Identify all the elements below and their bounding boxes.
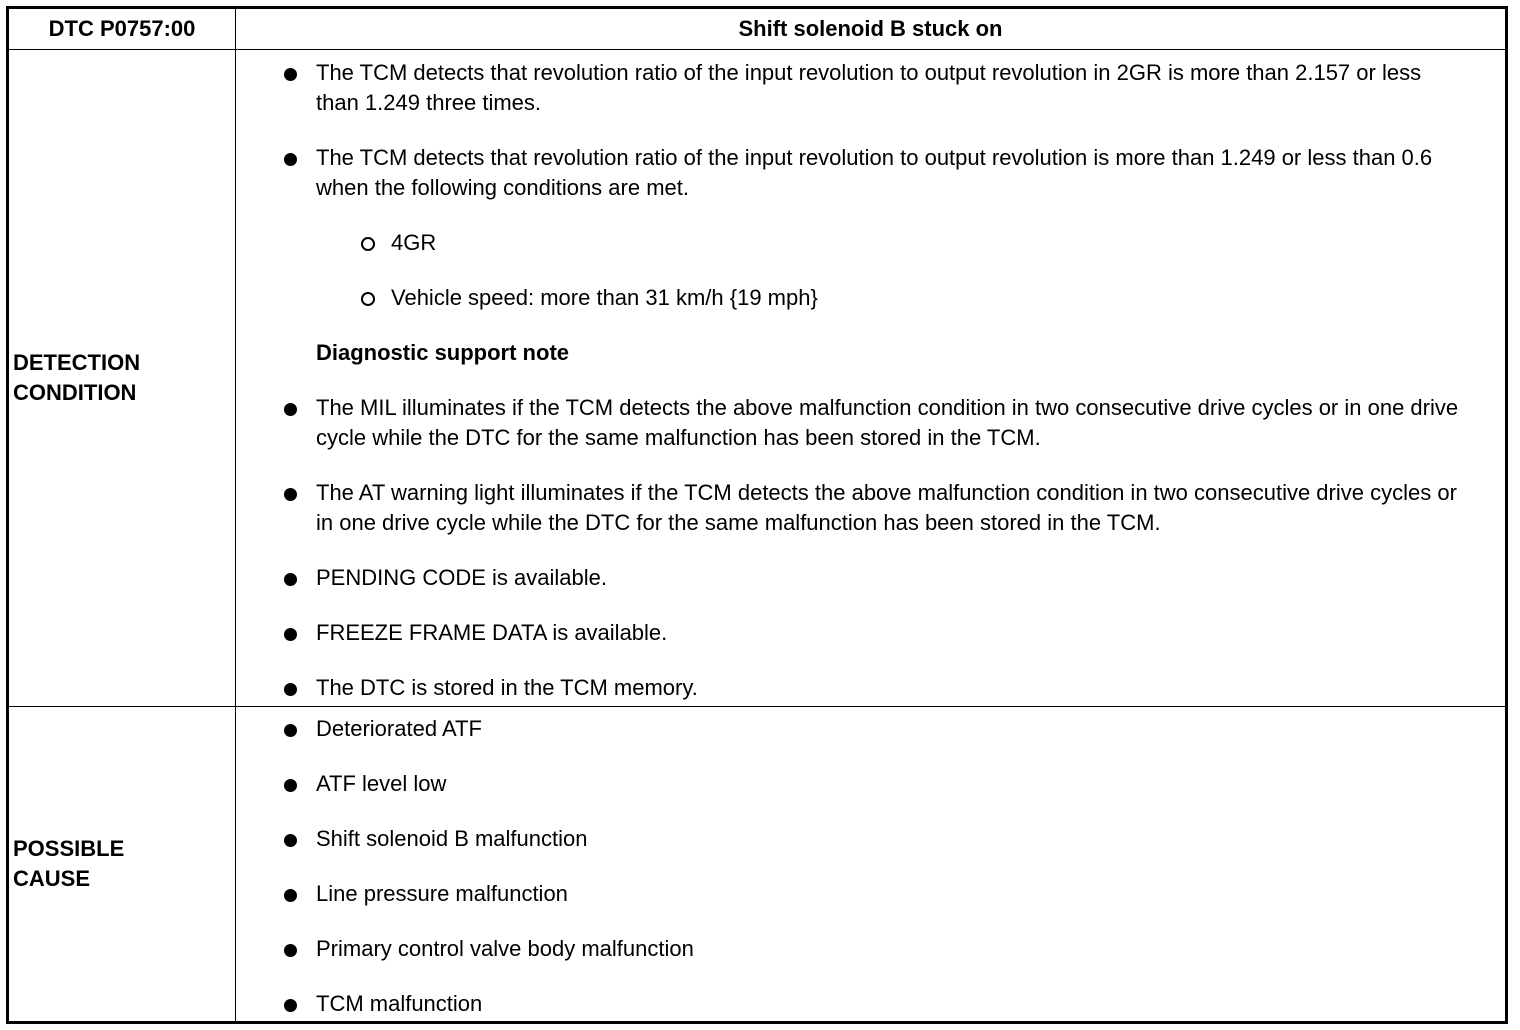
bullet-icon [284,573,297,586]
cause-item: TCM malfunction [316,991,483,1016]
bullet-icon [284,834,297,847]
bullet-icon [284,779,297,792]
detection-sub-item: Vehicle speed: more than 31 km/h {19 mph… [391,285,818,310]
detection-item: The TCM detects that revolution ratio of… [316,60,1422,115]
note-item: The AT warning light illuminates if the … [316,480,1457,535]
section-divider [9,706,1505,707]
note-item: The DTC is stored in the TCM memory. [316,675,698,700]
dtc-table: DTC P0757:00 Shift solenoid B stuck on D… [6,6,1508,1024]
cause-label-line2: CAUSE [13,866,91,891]
dtc-title-header: Shift solenoid B stuck on [738,16,1003,41]
possible-cause-label: POSSIBLE CAUSE [13,707,233,1021]
cause-item: Shift solenoid B malfunction [316,826,588,851]
detection-item: The TCM detects that revolution ratio of… [316,145,1433,200]
bullet-icon [284,488,297,501]
bullet-icon [284,68,297,81]
detection-sub-item: 4GR [391,230,437,255]
cause-item: ATF level low [316,771,447,796]
detection-condition-content: The TCM detects that revolution ratio of… [236,50,1505,706]
bullet-icon [284,889,297,902]
bullet-icon [284,683,297,696]
detection-condition-label: DETECTION CONDITION [13,50,233,706]
circle-bullet-icon [361,237,375,251]
circle-bullet-icon [361,292,375,306]
note-item: PENDING CODE is available. [316,565,607,590]
bullet-icon [284,724,297,737]
header-divider [9,49,1505,50]
detection-label-line2: CONDITION [13,380,137,405]
possible-cause-content: Deteriorated ATF ATF level low Shift sol… [236,707,1505,1021]
cause-item: Deteriorated ATF [316,716,482,741]
bullet-icon [284,628,297,641]
note-item: The MIL illuminates if the TCM detects t… [316,395,1459,450]
bullet-icon [284,944,297,957]
cause-item: Line pressure malfunction [316,881,568,906]
note-item: FREEZE FRAME DATA is available. [316,620,668,645]
cause-item: Primary control valve body malfunction [316,936,694,961]
column-divider [235,9,236,1021]
dtc-code-header: DTC P0757:00 [48,16,196,41]
bullet-icon [284,403,297,416]
detection-label-line1: DETECTION [13,350,141,375]
bullet-icon [284,999,297,1012]
cause-label-line1: POSSIBLE [13,836,125,861]
bullet-icon [284,153,297,166]
diagnostic-note-heading: Diagnostic support note [316,340,569,365]
